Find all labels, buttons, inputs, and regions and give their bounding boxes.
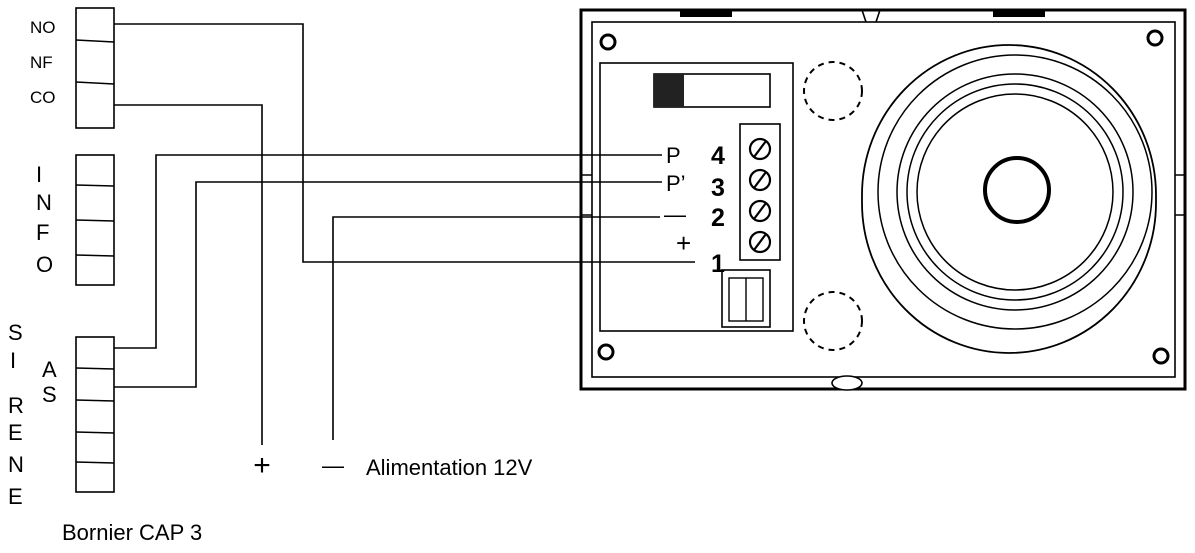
info-letter: F — [36, 220, 49, 245]
terminal-screw — [748, 199, 772, 223]
sirene-letter: I — [10, 348, 16, 373]
relay-divider — [75, 39, 115, 43]
as-letter: S — [42, 382, 57, 407]
info-letter: N — [36, 190, 52, 215]
info-terminal-block: I N F O — [36, 154, 115, 286]
sirene-divider — [75, 367, 115, 370]
circuit-board — [599, 61, 863, 351]
terminal-number: 4 — [711, 142, 725, 170]
housing-outer — [579, 8, 1187, 391]
wire-p — [114, 154, 662, 349]
wires — [114, 23, 695, 445]
terminal-labels: P P’ — + 4 3 2 1 — [664, 142, 725, 278]
mount-hole — [597, 343, 615, 361]
terminal-number: 2 — [711, 204, 725, 232]
info-divider — [75, 254, 115, 257]
speaker-frame — [861, 44, 1157, 354]
sirene-terminal-block: S I R E N E A S — [8, 320, 115, 509]
relay-block-outline — [75, 7, 115, 129]
sirene-divider — [75, 461, 115, 464]
contact-label-no: NO — [30, 18, 56, 37]
slide-switch-knob — [654, 74, 684, 107]
speaker-ring — [906, 83, 1124, 301]
contact-label-co: CO — [30, 88, 56, 107]
loudspeaker — [861, 44, 1157, 354]
wire-no-to-plus — [114, 23, 695, 263]
power-label: Alimentation 12V — [366, 455, 533, 480]
terminal-screw — [748, 230, 772, 254]
terminal-block-caption: Bornier CAP 3 — [62, 520, 202, 545]
sirene-letter: S — [8, 320, 23, 345]
mount-hole — [1146, 29, 1164, 47]
terminal-signal-label: — — [664, 202, 686, 227]
speaker-ring — [877, 54, 1153, 330]
wire-co-to-power-plus — [114, 104, 263, 445]
info-letter: O — [36, 252, 53, 277]
mount-hole — [599, 33, 617, 51]
housing-inner — [591, 21, 1176, 378]
sirene-letter: E — [8, 484, 23, 509]
bottom-notch — [831, 375, 863, 391]
relay-divider — [75, 81, 115, 85]
side-tick — [1175, 174, 1185, 216]
board-outline — [599, 62, 794, 332]
terminal-screw — [748, 168, 772, 192]
sirene-letter: E — [8, 420, 23, 445]
wire-p-prime — [114, 181, 662, 388]
sirene-block-outline — [75, 336, 115, 493]
speaker-ring — [916, 93, 1114, 291]
sirene-divider — [75, 431, 115, 434]
mount-hole — [1152, 347, 1170, 365]
terminal-signal-label: + — [676, 228, 691, 258]
relay-terminal-block: NO NF CO — [30, 7, 115, 129]
terminal-number: 1 — [711, 250, 725, 278]
info-divider — [75, 219, 115, 222]
wire-power-minus — [332, 216, 660, 440]
top-clip — [993, 10, 1045, 17]
dashed-hole — [803, 61, 863, 121]
terminal-signal-label: P — [666, 143, 681, 168]
info-divider — [75, 184, 115, 187]
terminal-number: 3 — [711, 174, 725, 202]
side-tick — [581, 174, 592, 216]
info-letter: I — [36, 162, 42, 187]
terminal-screw — [748, 137, 772, 161]
power-plus-symbol: + — [253, 449, 271, 482]
power-minus-symbol: — — [322, 453, 344, 478]
terminal-signal-label: P’ — [666, 171, 686, 196]
sirene-letter: N — [8, 452, 24, 477]
sirene-letter: R — [8, 393, 24, 418]
speaker-cone-center — [983, 156, 1051, 224]
top-notch — [861, 9, 881, 23]
terminal-strip — [739, 123, 781, 261]
sirene-divider — [75, 399, 115, 402]
siren-housing — [579, 8, 1187, 391]
speaker-ring — [896, 73, 1134, 311]
dashed-hole — [803, 291, 863, 351]
as-letter: A — [42, 357, 57, 382]
contact-label-nf: NF — [30, 53, 53, 72]
power-supply-label: + — Alimentation 12V — [253, 449, 532, 482]
top-clip — [680, 10, 732, 17]
